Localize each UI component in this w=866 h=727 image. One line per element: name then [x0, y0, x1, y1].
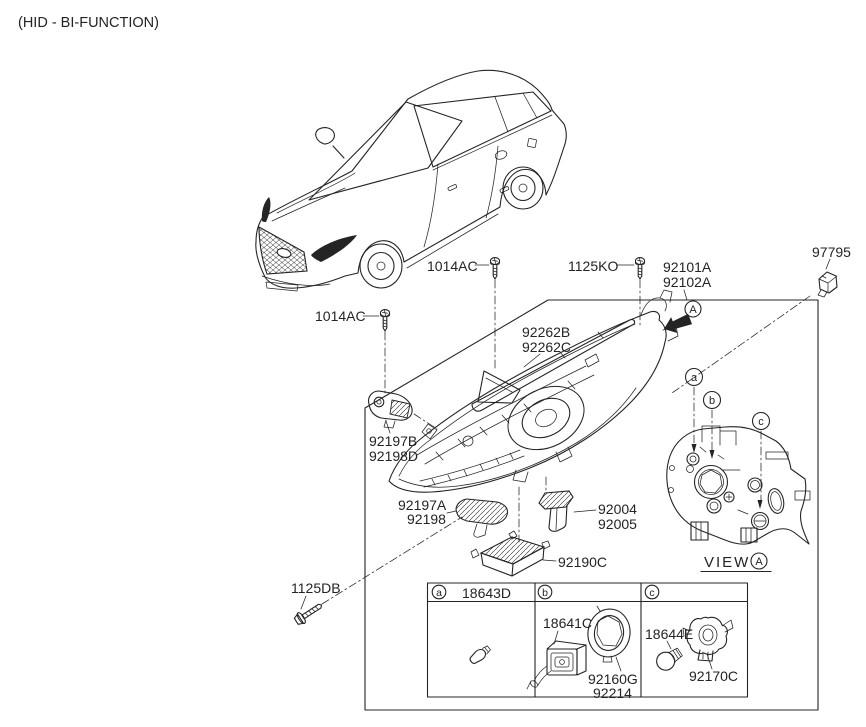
label-18641c: 18641C: [543, 615, 592, 631]
view-word: VIEW: [704, 554, 750, 571]
label-1014ac-left: 1014AC: [315, 308, 366, 324]
ballast-drawing: [470, 530, 551, 577]
car-illustration: [255, 69, 567, 292]
label-1125ko: 1125KO: [568, 258, 618, 274]
label-92262b: 92262B: [522, 324, 570, 340]
bracket-inner-drawing: [455, 498, 509, 538]
brand-badge: [276, 248, 292, 258]
leader-lines: [300, 258, 831, 672]
label-92190c: 92190C: [558, 554, 607, 570]
label-92197a: 92197A: [398, 497, 447, 513]
rear-wheel: [502, 166, 544, 210]
legend-header-c: c: [644, 584, 660, 600]
label-97795: 97795: [812, 244, 851, 260]
legend-header-b: b: [537, 584, 553, 600]
screw-icon-1125ko: [634, 257, 646, 280]
igniter-18641c-icon: [526, 640, 587, 690]
view-a-label: VIEW A: [700, 552, 772, 573]
side-windows: [413, 91, 552, 168]
legend-table: a 18643D b c: [426, 582, 749, 701]
trim-strip-drawing: [471, 319, 636, 412]
hood-edge-dark: [261, 197, 271, 222]
legend-ref-b: b: [542, 587, 548, 599]
front-wheel: [359, 243, 403, 289]
label-92170c: 92170C: [689, 668, 738, 684]
callout-b: b: [702, 390, 722, 410]
socket-92170c-icon: [682, 616, 734, 662]
car-headlamp-dark: [311, 235, 357, 262]
label-92004: 92004: [598, 501, 637, 517]
pointer-arrow-c: [757, 500, 763, 509]
bolt-icon-1125db: [293, 603, 323, 625]
label-92262c: 92262C: [522, 339, 571, 355]
legend-ref-c: c: [649, 587, 654, 599]
label-1014ac-top: 1014AC: [427, 258, 478, 274]
retainer-92160g-icon: [587, 605, 631, 663]
label-92005: 92005: [598, 516, 637, 532]
bracket-outer-drawing: [368, 390, 413, 429]
label-92198d: 92198D: [369, 448, 418, 464]
relay-icon-97795: [817, 271, 838, 298]
pointer-arrow-a: [691, 444, 697, 453]
screw-icon-1014ac-left: [379, 309, 391, 332]
callout-c-letter: c: [758, 416, 764, 428]
headlamp-rear-view-drawing: [666, 425, 811, 545]
headlamp-assembly-drawing: [388, 289, 679, 493]
label-92198: 92198: [407, 511, 446, 527]
projector-lens: [507, 385, 585, 451]
callout-a-letter: a: [691, 372, 698, 384]
main-assembly-box: [364, 299, 819, 711]
page-title: (HID - BI-FUNCTION): [18, 15, 159, 31]
view-ref-letter: A: [755, 556, 763, 568]
right-mirror: [494, 150, 508, 160]
callout-direction-A: A: [684, 300, 702, 318]
label-1125db: 1125DB: [291, 580, 341, 596]
direction-ref-letter: A: [689, 304, 697, 316]
bulb-18644e-icon: [656, 647, 683, 671]
fuel-door: [527, 138, 537, 148]
label-92197b: 92197B: [369, 433, 417, 449]
pointer-arrow-b: [709, 450, 715, 459]
legend-ref-a: a: [436, 587, 442, 599]
label-18643d: 18643D: [462, 585, 511, 601]
callout-b-letter: b: [709, 395, 715, 407]
callout-a: a: [684, 367, 704, 387]
screw-icon-1014ac-top: [489, 257, 501, 280]
callout-c: c: [751, 411, 771, 431]
label-18644e: 18644E: [645, 626, 693, 642]
label-92160g: 92160G: [588, 671, 638, 687]
legend-header-a: a 18643D: [431, 584, 511, 601]
retainer-clip-drawing: [538, 490, 574, 532]
label-92102a: 92102A: [663, 274, 712, 290]
bulb-18643d-icon: [469, 645, 491, 665]
door-handle: [499, 186, 510, 193]
label-92101a: 92101A: [663, 259, 712, 275]
label-92214: 92214: [593, 685, 632, 701]
windshield: [308, 101, 463, 201]
door-handle: [447, 184, 458, 191]
dash-leader-lines: [321, 279, 811, 605]
left-mirror: [315, 127, 345, 159]
direction-arrow-icon: [663, 313, 693, 334]
